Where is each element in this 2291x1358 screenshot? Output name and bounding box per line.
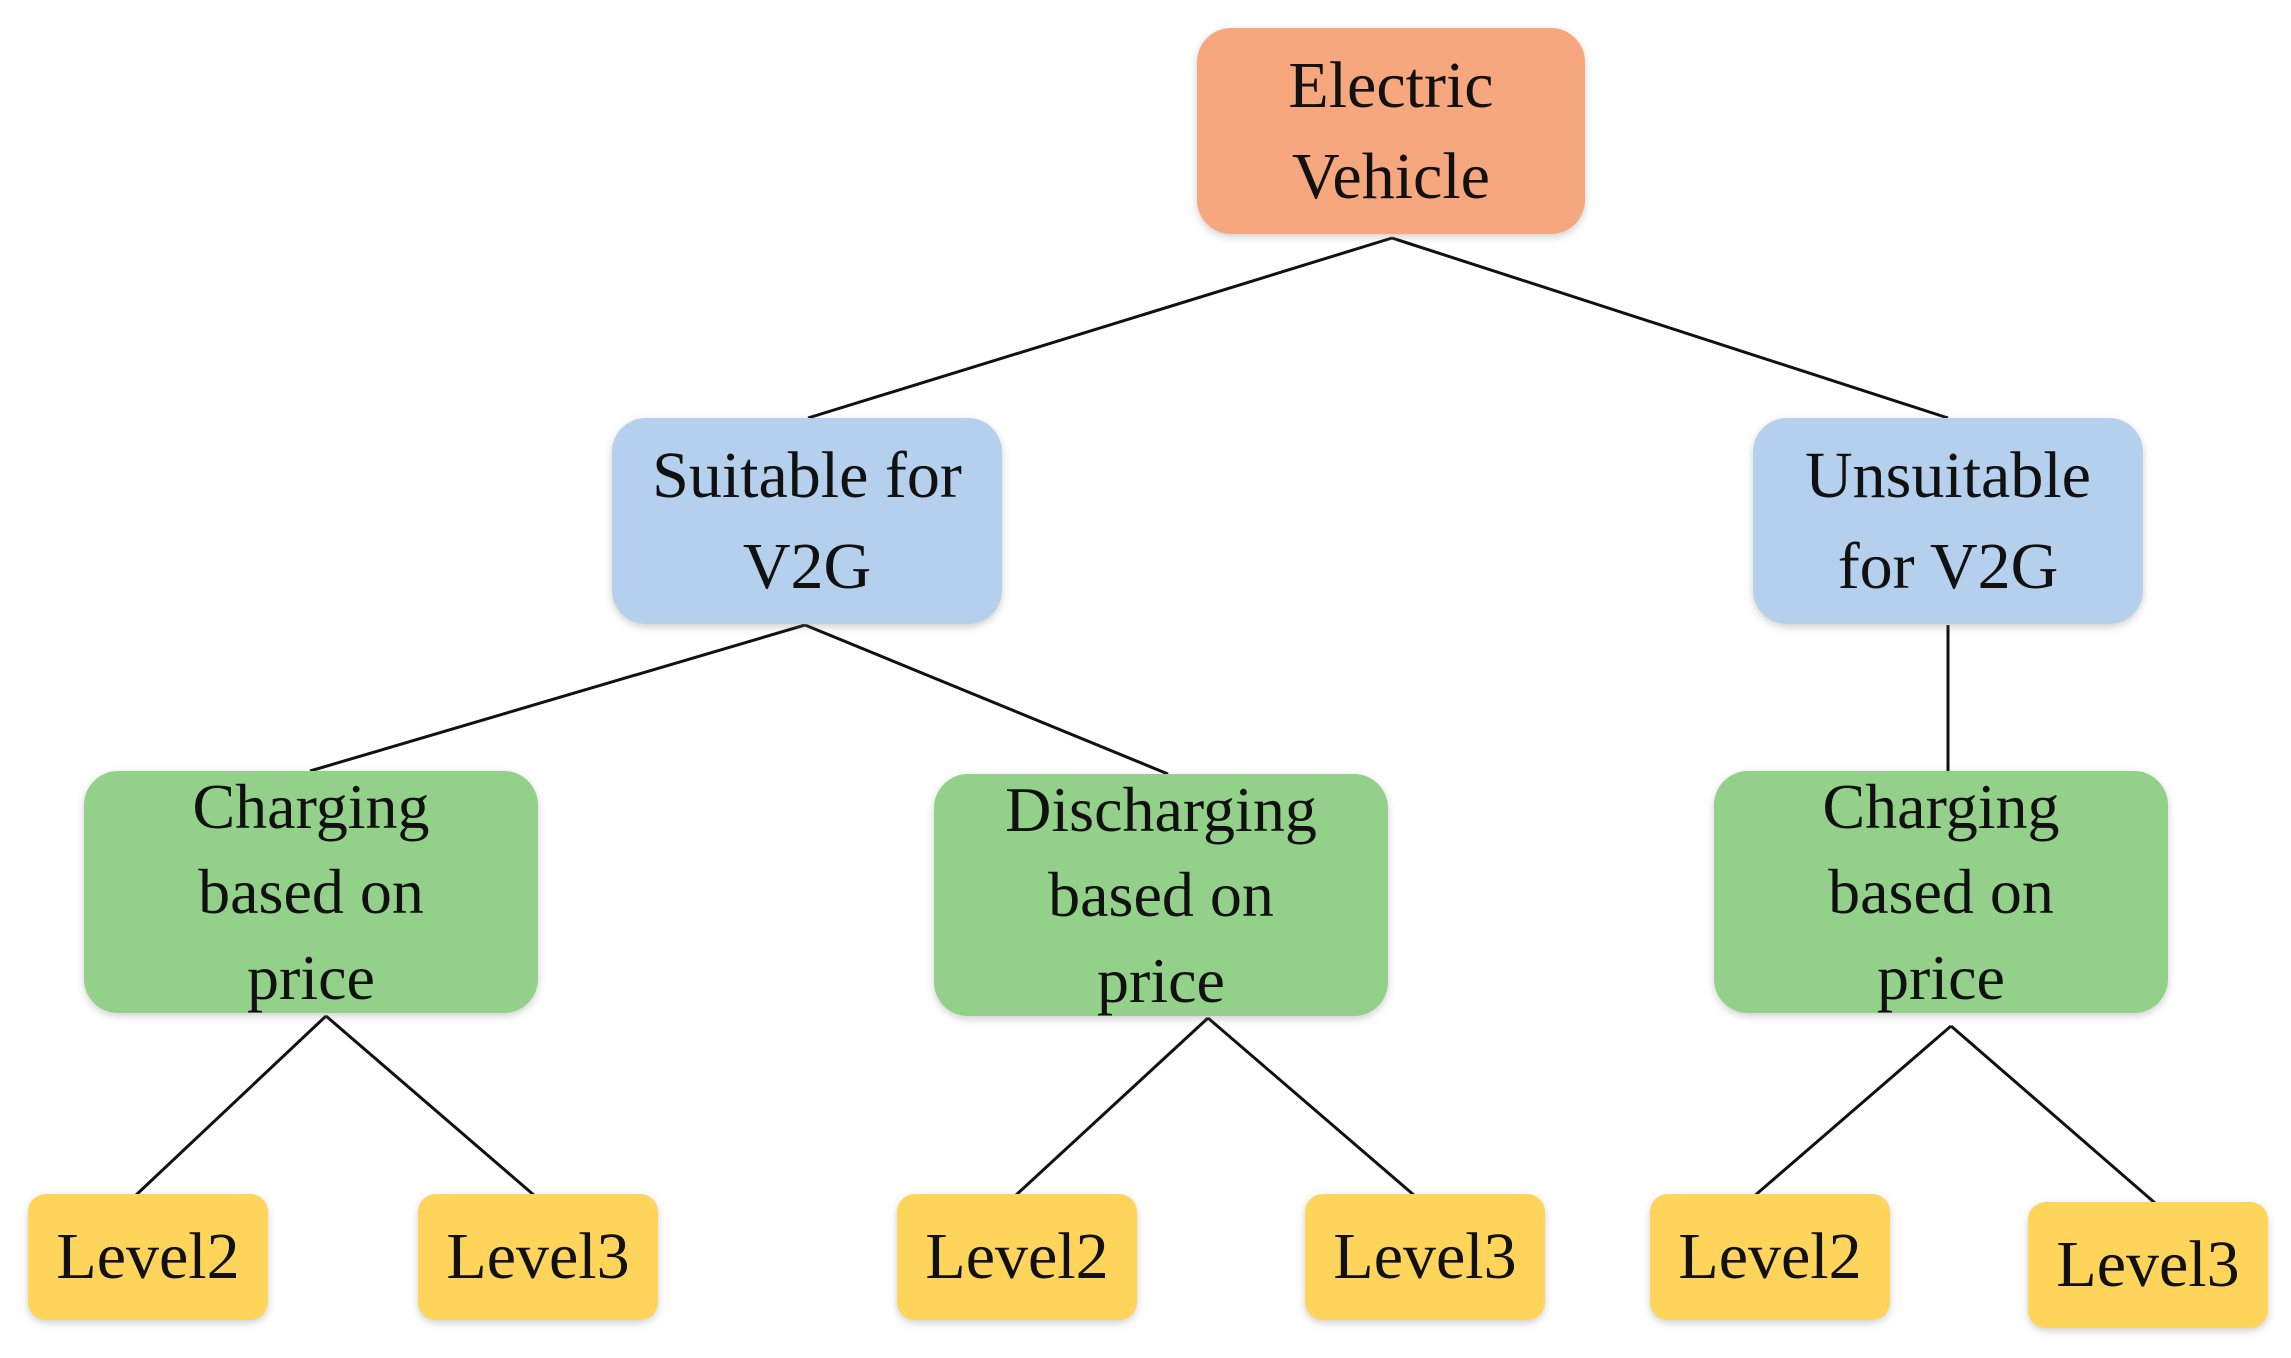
node-unsuitable-for-v2g: Unsuitable for V2G xyxy=(1753,418,2143,624)
node-level2-charging-unsuitable: Level2 xyxy=(1650,1194,1890,1320)
node-charging-based-on-price-suitable-label: Charging based on price xyxy=(192,771,430,1013)
node-charging-based-on-price-unsuitable-label: Charging based on price xyxy=(1822,771,2060,1013)
node-electric-vehicle: Electric Vehicle xyxy=(1197,28,1585,234)
edge-charging1-level2 xyxy=(133,1014,328,1198)
edge-discharging-level2 xyxy=(1013,1016,1210,1198)
node-level3-charging-suitable: Level3 xyxy=(418,1194,658,1320)
node-level-label: Level3 xyxy=(446,1220,630,1294)
edge-charging3-level3 xyxy=(1950,1024,2156,1205)
node-charging-based-on-price-suitable: Charging based on price xyxy=(84,771,538,1013)
node-level-label: Level3 xyxy=(1333,1220,1517,1294)
edge-suitable-discharging xyxy=(804,623,1169,776)
edge-root-suitable xyxy=(807,236,1393,420)
node-level2-charging-suitable: Level2 xyxy=(28,1194,268,1320)
node-level-label: Level2 xyxy=(56,1220,240,1294)
node-suitable-for-v2g-label: Suitable for V2G xyxy=(652,438,962,603)
node-level-label: Level2 xyxy=(1678,1220,1862,1294)
node-level3-discharging: Level3 xyxy=(1305,1194,1545,1320)
node-electric-vehicle-label: Electric Vehicle xyxy=(1288,48,1494,213)
edge-charging1-level3 xyxy=(325,1014,536,1198)
node-charging-based-on-price-unsuitable: Charging based on price xyxy=(1714,771,2168,1013)
node-discharging-based-on-price: Discharging based on price xyxy=(934,774,1388,1016)
node-suitable-for-v2g: Suitable for V2G xyxy=(612,418,1002,624)
node-level2-discharging: Level2 xyxy=(897,1194,1137,1320)
node-unsuitable-for-v2g-label: Unsuitable for V2G xyxy=(1805,438,2091,603)
edge-suitable-charging xyxy=(309,623,806,773)
edge-root-unsuitable xyxy=(1391,236,1949,420)
edge-charging3-level2 xyxy=(1751,1024,1952,1200)
edge-discharging-level3 xyxy=(1207,1016,1416,1198)
node-level3-charging-unsuitable: Level3 xyxy=(2028,1202,2268,1328)
node-level-label: Level3 xyxy=(2056,1228,2240,1302)
node-discharging-based-on-price-label: Discharging based on price xyxy=(1005,774,1317,1016)
node-level-label: Level2 xyxy=(925,1220,1109,1294)
